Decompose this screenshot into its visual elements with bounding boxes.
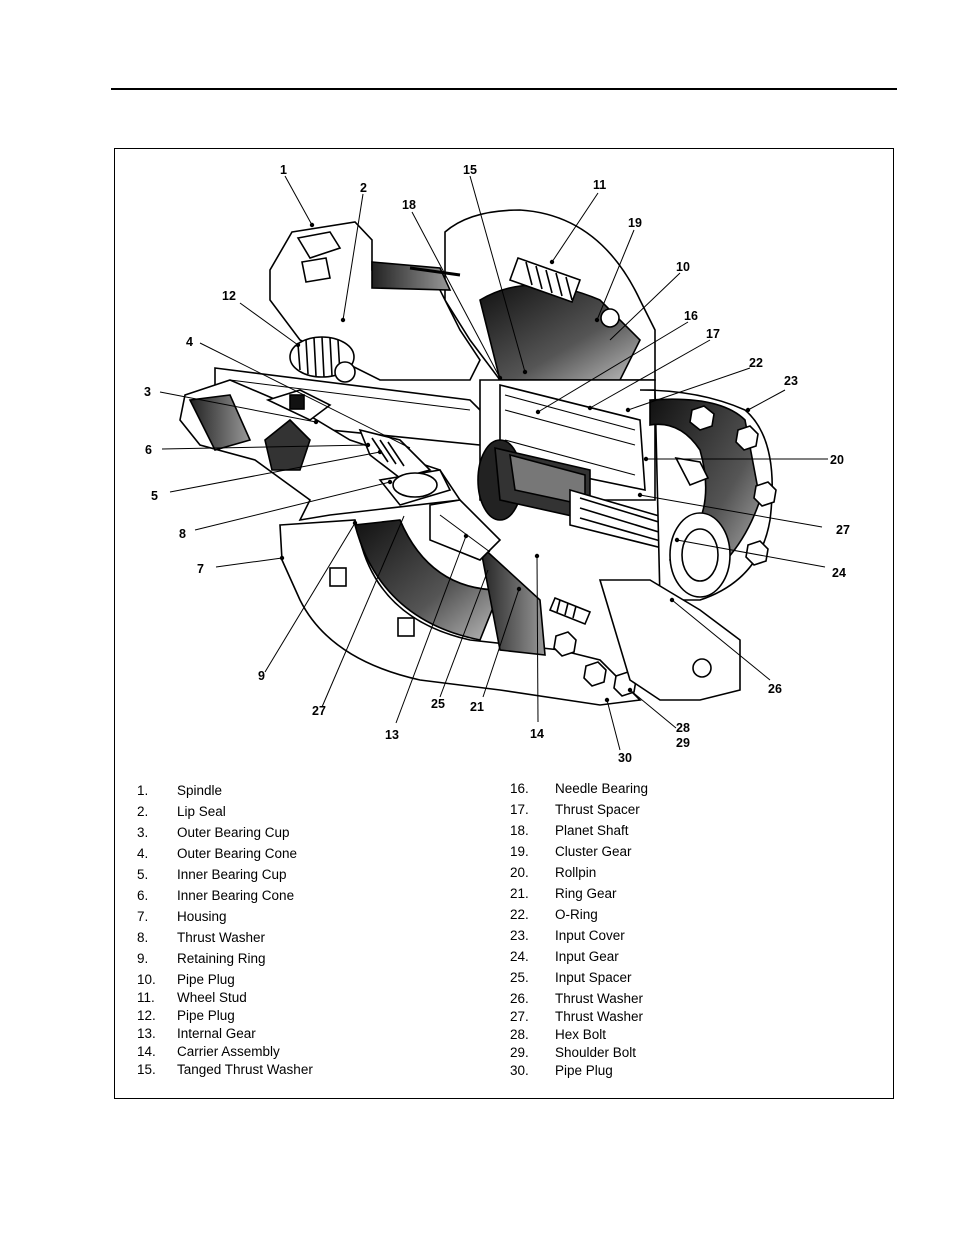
legend-item: 5.Inner Bearing Cup: [137, 867, 287, 882]
legend-item: 14.Carrier Assembly: [137, 1044, 280, 1059]
header-rule: [111, 88, 897, 90]
legend-item: 29.Shoulder Bolt: [510, 1045, 637, 1060]
legend-item: 28.Hex Bolt: [510, 1027, 607, 1042]
legend-item: 13.Internal Gear: [137, 1026, 256, 1041]
legend-item: 30.Pipe Plug: [510, 1063, 613, 1078]
callout-18: 18: [402, 198, 416, 212]
callout-3: 3: [144, 385, 151, 399]
figure-frame: [114, 148, 894, 1099]
legend-item: 22.O-Ring: [510, 907, 598, 922]
callout-6: 6: [145, 443, 152, 457]
callout-4: 4: [186, 335, 193, 349]
callout-7: 7: [197, 562, 204, 576]
hub-illustration: [179, 209, 777, 706]
callout-30: 30: [618, 751, 632, 765]
parts-legend-left: 1.Spindle 2.Lip Seal 3.Outer Bearing Cup…: [137, 780, 313, 1077]
legend-item: 23.Input Cover: [510, 928, 625, 943]
legend-item: 24.Input Gear: [510, 949, 619, 964]
legend-item: 3.Outer Bearing Cup: [137, 825, 290, 840]
callout-28: 28: [676, 721, 690, 735]
legend-item: 11.Wheel Stud: [137, 990, 247, 1005]
callout-13: 13: [385, 728, 399, 742]
callout-29: 29: [676, 736, 690, 750]
legend-item: 16.Needle Bearing: [510, 781, 649, 796]
legend-item: 8.Thrust Washer: [137, 930, 266, 945]
callout-21: 21: [470, 700, 484, 714]
callout-8: 8: [179, 527, 186, 541]
wheel-stud-part: [508, 256, 582, 304]
legend-item: 1.Spindle: [137, 783, 223, 798]
leader-lines: [159, 175, 828, 751]
pipe-plug-12-part: [289, 336, 356, 383]
callout-23: 23: [784, 374, 798, 388]
callout-16: 16: [684, 309, 698, 323]
legend-item: 15.Tanged Thrust Washer: [137, 1062, 313, 1077]
legend-item: 20.Rollpin: [510, 865, 597, 880]
callout-22: 22: [749, 356, 763, 370]
legend-item: 7.Housing: [137, 909, 227, 924]
callout-27a: 27: [836, 523, 850, 537]
callout-5: 5: [151, 489, 158, 503]
parts-legend-right: 16.Needle Bearing 17.Thrust Spacer 18.Pl…: [510, 778, 648, 1078]
legend-item: 17.Thrust Spacer: [510, 802, 640, 817]
legend-item: 21.Ring Gear: [510, 886, 617, 901]
callout-24: 24: [832, 566, 846, 580]
callout-10: 10: [676, 260, 690, 274]
legend-item: 19.Cluster Gear: [510, 844, 632, 859]
legend-item: 27.Thrust Washer: [510, 1009, 644, 1024]
callout-15: 15: [463, 163, 477, 177]
callout-labels: 1 2 3 4 5 6 7 8 9 10 11 12 13 14 15 16 1…: [144, 163, 850, 765]
legend-item: 12.Pipe Plug: [137, 1008, 235, 1023]
callout-20: 20: [830, 453, 844, 467]
leader-dots: [279, 222, 751, 703]
callout-2: 2: [360, 181, 367, 195]
cover-hex-bolts: [553, 405, 777, 697]
callout-19: 19: [628, 216, 642, 230]
callout-25: 25: [431, 697, 445, 711]
callout-27b: 27: [312, 704, 326, 718]
legend-item: 10.Pipe Plug: [137, 972, 235, 987]
callout-11: 11: [593, 178, 606, 192]
legend-item: 6.Inner Bearing Cone: [137, 888, 295, 903]
legend-item: 18.Planet Shaft: [510, 823, 629, 838]
callout-9: 9: [258, 669, 265, 683]
legend-item: 4.Outer Bearing Cone: [137, 846, 298, 861]
callout-1: 1: [280, 163, 287, 177]
legend-item: 9.Retaining Ring: [137, 951, 266, 966]
legend-item: 25.Input Spacer: [510, 970, 632, 985]
legend-item: 26.Thrust Washer: [510, 991, 644, 1006]
callout-14: 14: [530, 727, 544, 741]
callout-17: 17: [706, 327, 720, 341]
callout-12: 12: [222, 289, 236, 303]
legend-item: 2.Lip Seal: [137, 804, 226, 819]
callout-26: 26: [768, 682, 782, 696]
